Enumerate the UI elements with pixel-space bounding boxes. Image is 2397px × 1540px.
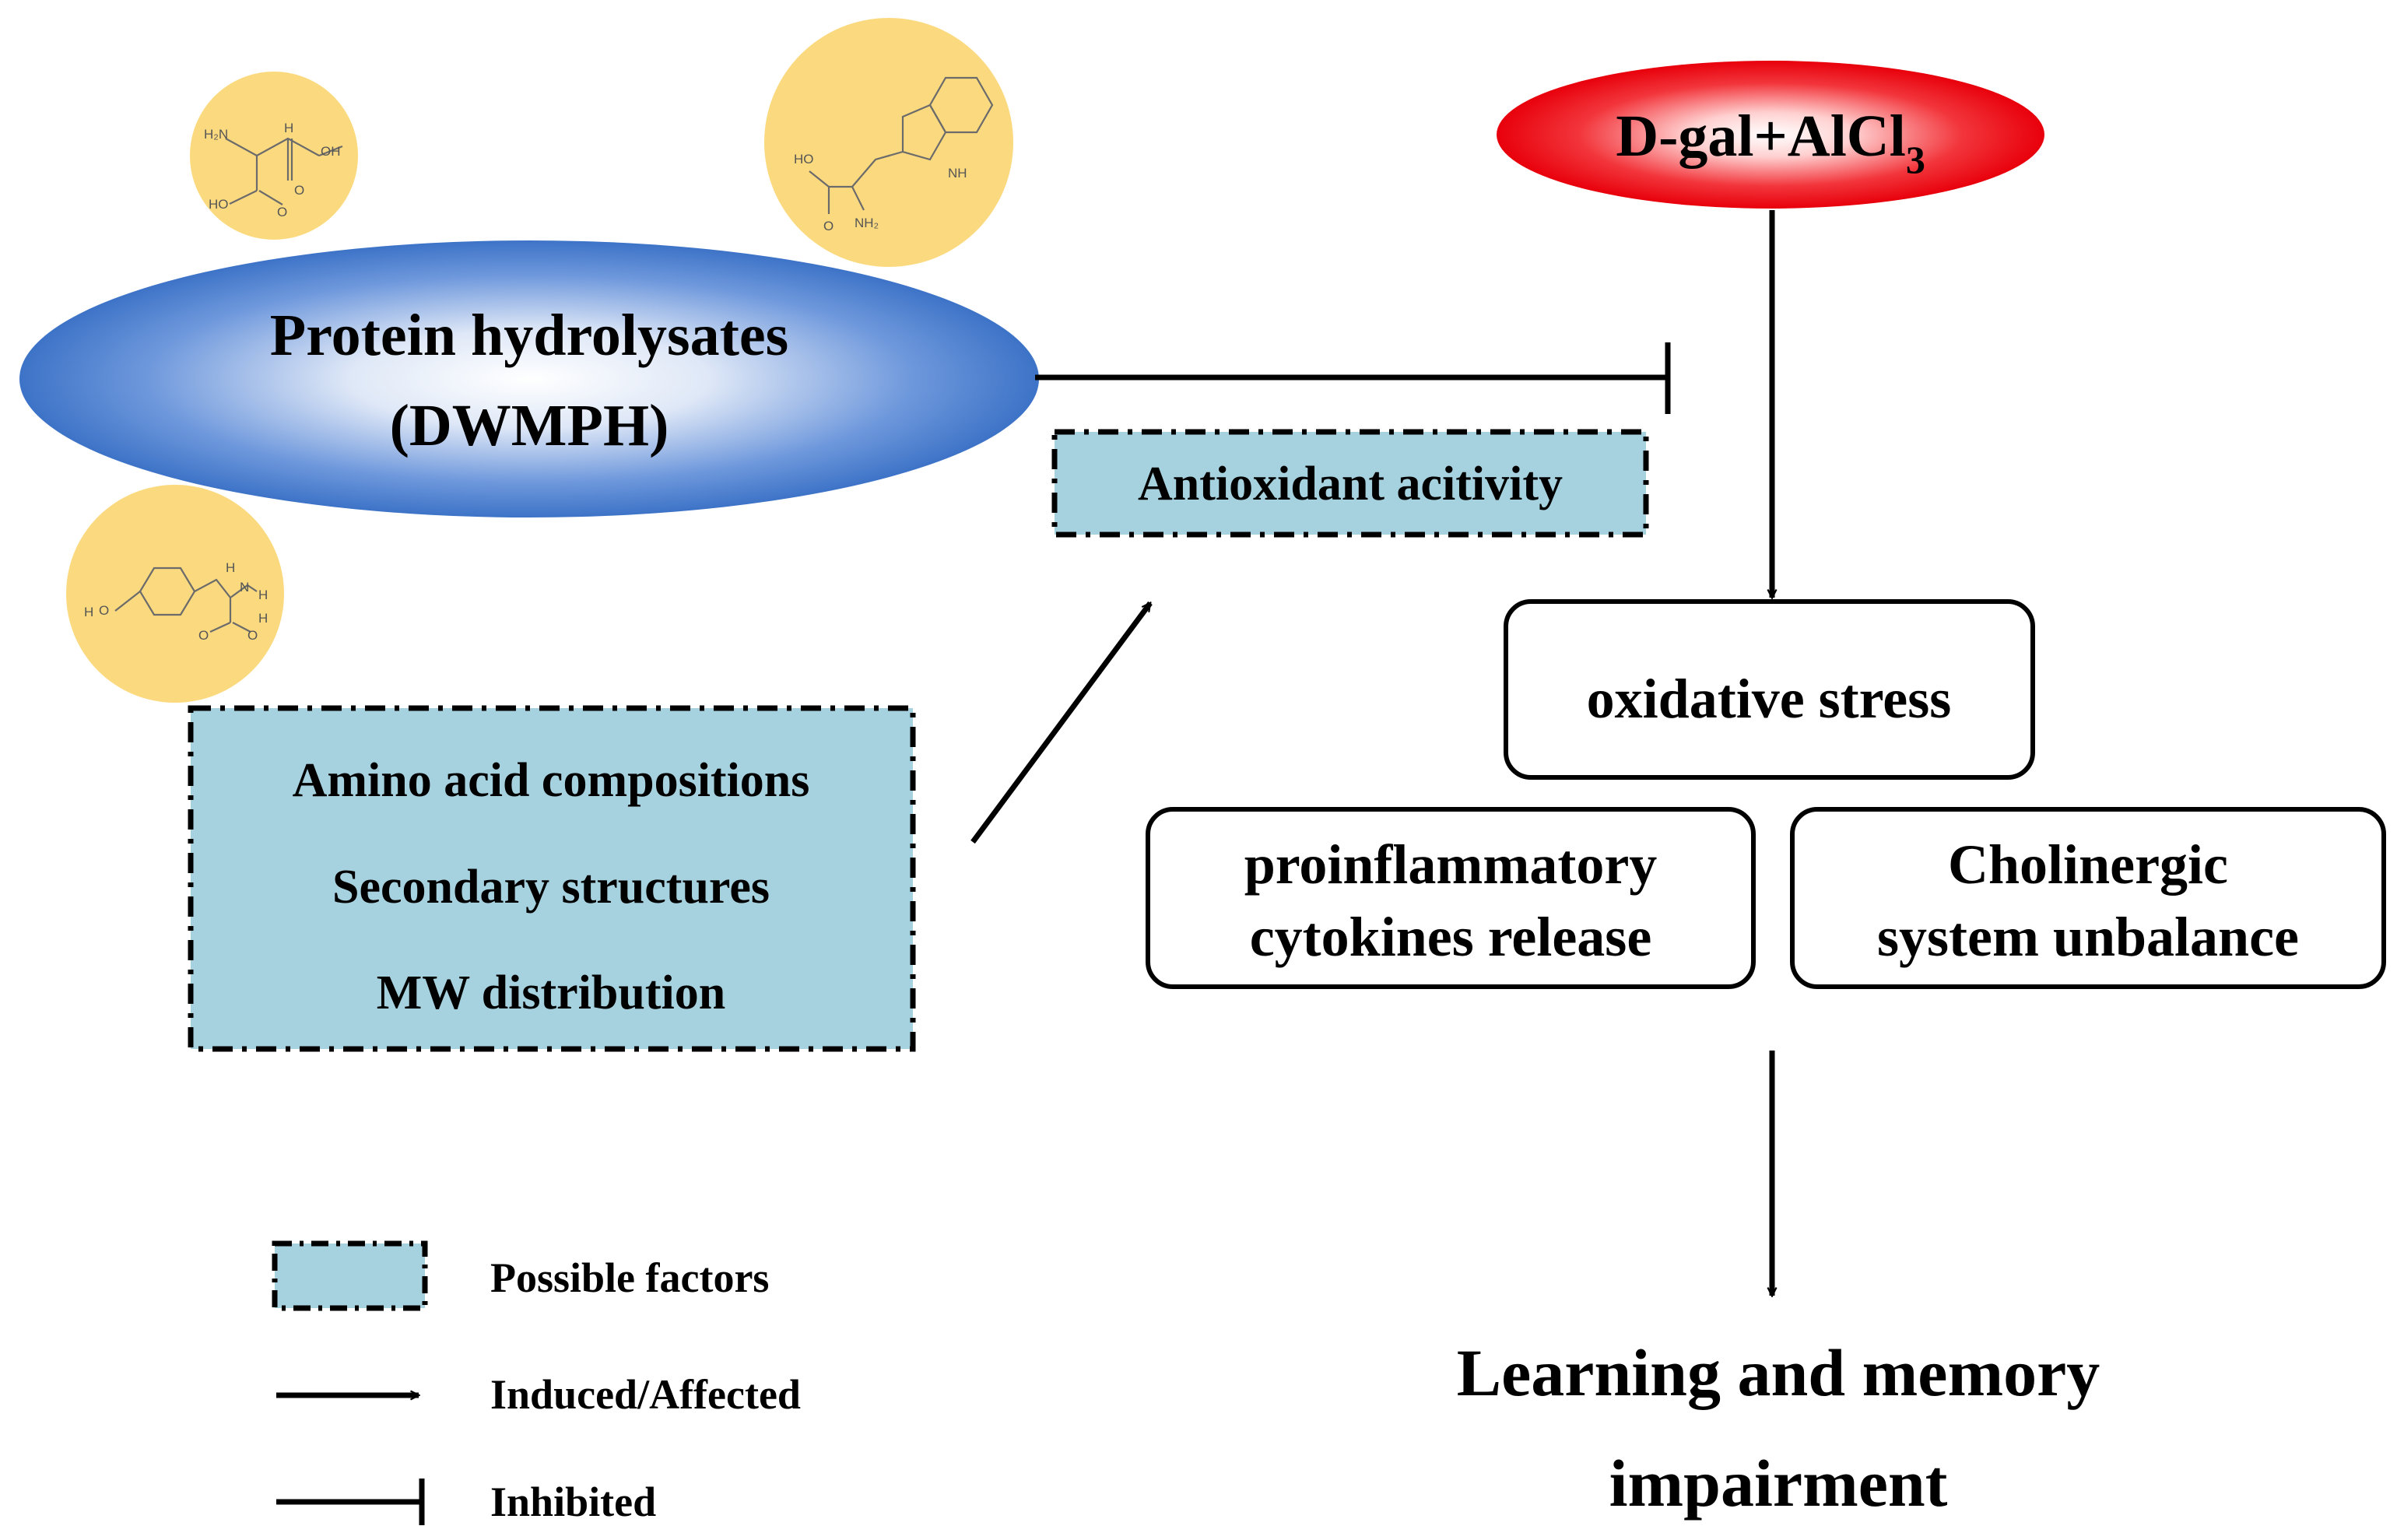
tryptophan-label-o: O — [823, 219, 834, 233]
proinflammatory-frame — [1146, 807, 1756, 989]
factor-amino-acid-compositions: Amino acid compositions — [293, 754, 810, 807]
protein-hydrolysates-line2: (DWMPH) — [390, 393, 669, 458]
oxidative-stress-frame — [1504, 599, 2035, 780]
protein-hydrolysates-line1: Protein hydrolysates — [270, 303, 788, 368]
tryptophan-label-nh: NH — [948, 166, 967, 181]
outcome-node: Learning and memory impairment — [1457, 1335, 2100, 1521]
antioxidant-activity-box: Antioxidant acitivity — [1051, 429, 1649, 538]
legend-item-possible-factors: Possible factors — [272, 1240, 769, 1311]
legend-dashed-box-symbol — [272, 1240, 428, 1311]
cholinergic-line1: Cholinergic — [1948, 833, 2228, 896]
cholinergic-box: Cholinergic system unbalance — [1790, 807, 2386, 989]
tyrosine-label-h3: H — [258, 588, 268, 602]
factors-box-frame — [188, 705, 916, 1052]
tyrosine-label-h4: H — [258, 611, 268, 626]
proinflammatory-box: proinflammatory cytokines release — [1146, 807, 1756, 989]
aspartic-label-o2: O — [294, 183, 304, 198]
tryptophan-label-nh2: NH₂ — [855, 216, 879, 230]
aspartic-label-oh: OH — [321, 144, 341, 159]
tyrosine-label-o3: O — [247, 628, 258, 643]
cholinergic-frame — [1790, 807, 2386, 989]
proinflammatory-line2: cytokines release — [1250, 906, 1652, 968]
protein-hydrolysates-node: Protein hydrolysates (DWMPH) — [19, 240, 1039, 517]
legend-item-inhibited: Inhibited — [276, 1479, 656, 1525]
legend-induced-label: Induced/Affected — [490, 1371, 801, 1418]
aspartic-label-h: H — [284, 121, 293, 135]
antioxidant-box-frame — [1051, 429, 1649, 538]
aspartic-label-o1: O — [277, 205, 287, 219]
d-gal-alcl3-label: D-gal+AlCl3 — [1616, 103, 1925, 181]
d-gal-alcl3-node: D-gal+AlCl3 — [1497, 61, 2044, 209]
tryptophan-molecule: HO O NH₂ NH — [764, 18, 1013, 267]
blue-ellipse — [19, 240, 1039, 517]
cholinergic-line2: system unbalance — [1877, 906, 2299, 968]
tyrosine-label-o2: O — [198, 628, 209, 643]
tyrosine-label-h1: H — [84, 605, 93, 619]
factor-secondary-structures: Secondary structures — [332, 861, 770, 914]
aspartic-label-ho: HO — [209, 197, 229, 212]
antioxidant-activity-label: Antioxidant acitivity — [1138, 458, 1563, 510]
aspartic-acid-molecule: H₂N H OH HO O O — [190, 72, 358, 240]
oxidative-stress-box: oxidative stress — [1504, 599, 2035, 780]
inhibition-connector — [1035, 342, 1671, 414]
factor-mw-distribution: MW distribution — [377, 966, 725, 1019]
factors-to-antioxidant-arrow — [970, 603, 1153, 844]
tyrosine-label-o1: O — [99, 603, 109, 618]
oxidative-stress-label: oxidative stress — [1587, 668, 1952, 730]
legend-possible-factors-label: Possible factors — [490, 1254, 769, 1301]
legend: Possible factors Induced/Affected Inhibi… — [272, 1240, 801, 1525]
legend-item-induced: Induced/Affected — [276, 1371, 801, 1418]
tyrosine-label-n: N — [240, 580, 249, 595]
tyrosine-label-h2: H — [226, 560, 235, 575]
legend-inhibited-label: Inhibited — [490, 1479, 656, 1525]
possible-factors-box: Amino acid compositions Secondary struct… — [188, 705, 916, 1052]
proinflammatory-line1: proinflammatory — [1244, 833, 1658, 896]
red-ellipse — [1497, 61, 2044, 209]
d-gal-alcl3-text: D-gal+AlCl — [1616, 103, 1906, 169]
aspartic-label-h2n: H₂N — [204, 127, 228, 142]
tyrosine-molecule: H O H N H O O H — [66, 485, 284, 703]
outcome-line2: impairment — [1609, 1446, 1948, 1521]
d-gal-alcl3-subscript: 3 — [1906, 138, 1925, 181]
tryptophan-label-ho: HO — [794, 152, 814, 167]
outcome-line1: Learning and memory — [1457, 1335, 2100, 1410]
